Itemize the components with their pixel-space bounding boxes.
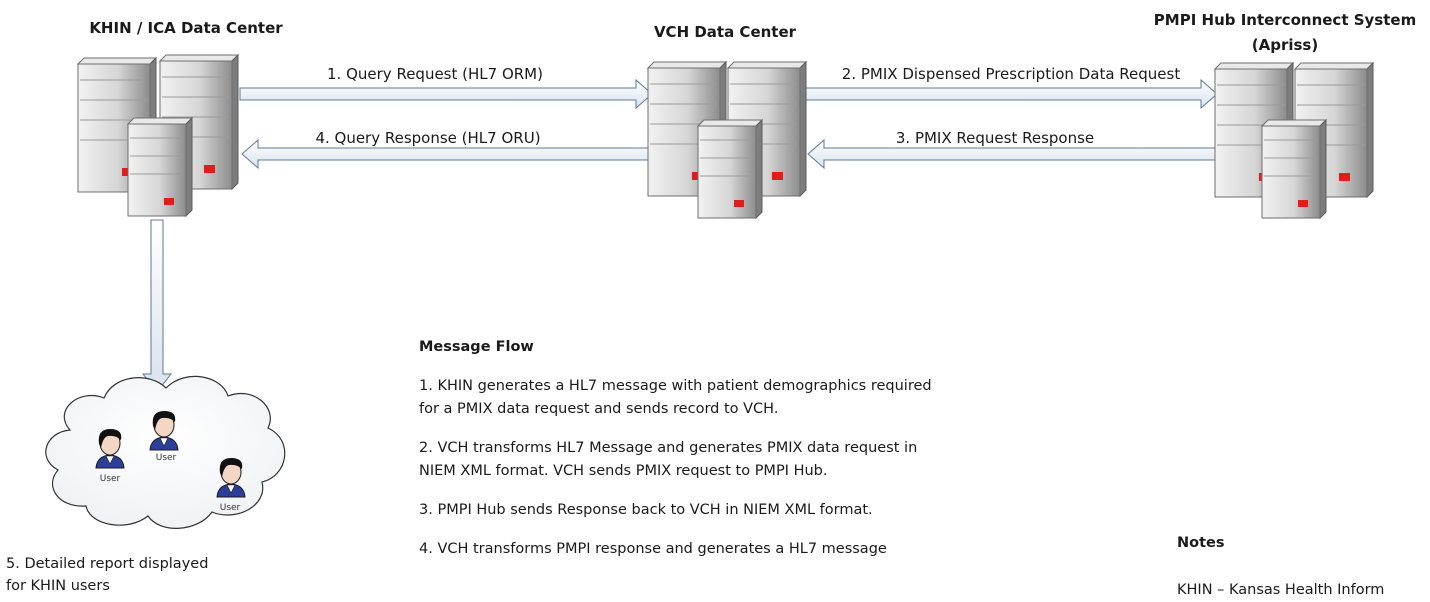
user-label: User [100,474,121,484]
message-flow-step: 4. VCH transforms PMPI response and gene… [419,538,1079,561]
query-request-label: 1. Query Request (HL7 ORM) [327,65,543,83]
step3-line1: 3. PMPI Hub sends Response back to VCH i… [419,502,873,518]
step2-line1: 2. VCH transforms HL7 Message and genera… [419,440,918,456]
vch-data-center-title: VCH Data Center [654,23,797,41]
report-caption: 5. Detailed report displayed for KHIN us… [6,553,306,597]
report-caption-line2: for KHIN users [6,578,110,594]
message-flow-step: 1. KHIN generates a HL7 message with pat… [419,375,1079,421]
query-request-arrow [239,78,653,110]
query-response-label: 4. Query Response (HL7 ORU) [315,129,540,147]
pmpi-hub-subtitle: (Apriss) [1252,36,1318,54]
step1-line2: for a PMIX data request and sends record… [419,401,779,417]
report-caption-line1: 5. Detailed report displayed [6,556,209,572]
khin-servers [77,54,239,217]
step1-line1: 1. KHIN generates a HL7 message with pat… [419,378,932,394]
report-down-arrow [141,219,173,393]
pmpi-servers [1214,62,1374,219]
message-flow-step: 3. PMPI Hub sends Response back to VCH i… [419,499,1079,522]
vch-servers [647,61,807,219]
user-label: User [220,503,241,513]
step2-line2: NIEM XML format. VCH sends PMIX request … [419,463,828,479]
pmix-request-arrow [803,78,1218,110]
pmix-request-label: 2. PMIX Dispensed Prescription Data Requ… [842,65,1181,83]
step4-line1: 4. VCH transforms PMPI response and gene… [419,541,887,557]
user-label: User [156,453,177,463]
pmix-response-arrow [807,138,1217,170]
notes-heading: Notes [1177,535,1225,551]
pmpi-hub-title: PMPI Hub Interconnect System [1154,11,1416,29]
message-flow-step: 2. VCH transforms HL7 Message and genera… [419,437,1079,483]
pmix-response-label: 3. PMIX Request Response [896,129,1094,147]
message-flow-section: Message Flow 1. KHIN generates a HL7 mes… [419,336,1079,577]
message-flow-heading: Message Flow [419,339,534,355]
khin-data-center-title: KHIN / ICA Data Center [89,19,283,37]
notes-line: KHIN – Kansas Health Inform [1177,582,1385,598]
query-response-arrow [241,138,651,170]
notes-section: Notes KHIN – Kansas Health Inform [1177,532,1430,602]
